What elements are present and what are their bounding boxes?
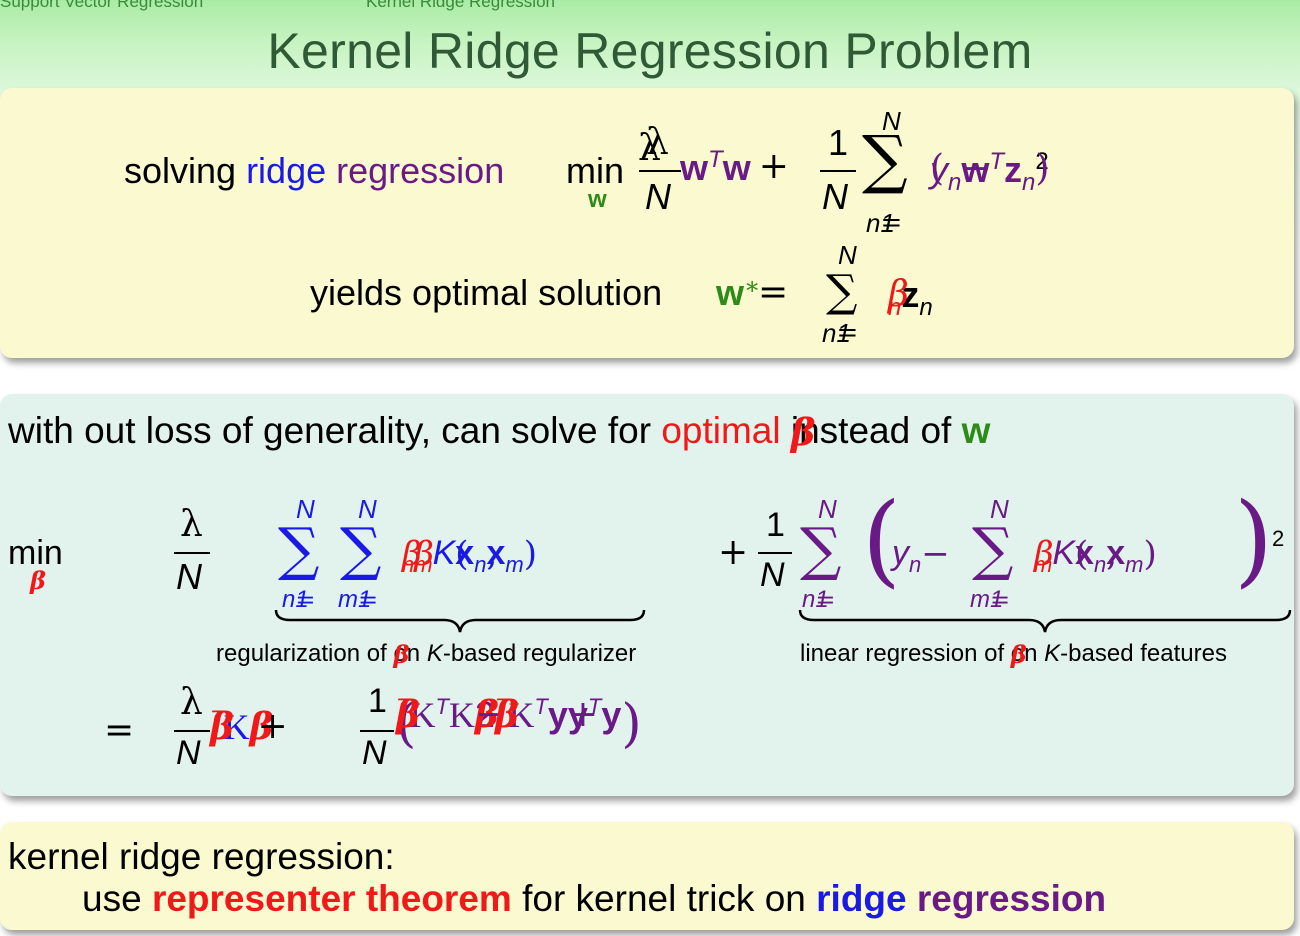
right-underbrace bbox=[798, 609, 1292, 633]
regression-word: regression bbox=[336, 150, 505, 191]
fraction-bar bbox=[174, 552, 210, 554]
sum-upper-limit: N bbox=[990, 494, 1009, 524]
min-operator: min bbox=[566, 150, 625, 191]
lambda-symbol: λ bbox=[180, 682, 203, 723]
navigation-breadcrumb: Support Vector Regression Kernel Ridge R… bbox=[0, 0, 1300, 11]
summation-symbol: ∑ bbox=[826, 266, 858, 317]
sum-lower-limit: n=1 bbox=[802, 586, 836, 614]
sum-lower-limit: m=1 bbox=[970, 586, 1011, 614]
n-denominator: N bbox=[645, 176, 671, 217]
generality-statement: with out loss of generality, can solve f… bbox=[8, 410, 991, 454]
ridge-regression-statement: solving ridge regression bbox=[124, 150, 504, 192]
min-subscript-beta: β bbox=[30, 566, 46, 595]
right-brace-label: linear regression of β on K-based featur… bbox=[800, 640, 1227, 669]
summation-symbol: ∑ bbox=[862, 123, 908, 197]
nav-link-kernel-ridge-regression[interactable]: Kernel Ridge Regression bbox=[366, 0, 555, 11]
sum-upper-limit: N bbox=[358, 494, 377, 524]
wtw-term: wTw + bbox=[680, 146, 789, 188]
ridge-word: ridge bbox=[816, 878, 907, 919]
big-right-paren: ) bbox=[1234, 481, 1274, 598]
representer-theorem-text: representer theorem bbox=[151, 878, 512, 919]
n-denominator: N bbox=[362, 734, 387, 772]
yields-label: yields optimal solution bbox=[310, 272, 663, 313]
n-denominator: N bbox=[176, 556, 202, 597]
instead-of-text: instead of bbox=[790, 410, 962, 451]
optimal-word: optimal bbox=[661, 410, 781, 451]
one-numerator: 1 bbox=[828, 122, 849, 163]
n-denominator: N bbox=[176, 734, 201, 772]
w-star-term: w∗= bbox=[716, 272, 789, 313]
summation-symbol: ∑ bbox=[278, 515, 320, 583]
slide-title: Kernel Ridge Regression Problem bbox=[267, 23, 1033, 79]
plus-sign: + bbox=[718, 532, 749, 573]
optimal-solution-statement: yields optimal solution bbox=[310, 272, 662, 314]
fraction-bar bbox=[360, 730, 394, 732]
summation-symbol: ∑ bbox=[800, 515, 842, 583]
sum-upper-limit: N bbox=[882, 106, 901, 136]
nav-link-support-vector-regression[interactable]: Support Vector Regression bbox=[0, 0, 204, 11]
summary-heading: kernel ridge regression: bbox=[8, 836, 395, 877]
sum-lower-limit: n=1 bbox=[822, 318, 859, 348]
ridge-regression-box: solving ridge regression min w λ λ N wTw… bbox=[0, 88, 1294, 358]
left-brace-label: regularization of β on K-based regulariz… bbox=[216, 640, 637, 669]
summary-box: kernel ridge regression: use representer… bbox=[0, 822, 1294, 930]
yn-minus: yn − bbox=[892, 534, 950, 577]
generality-text: with out loss of generality, can solve f… bbox=[8, 410, 662, 451]
ridge-word: ridge bbox=[246, 150, 327, 191]
sum-upper-limit: N bbox=[296, 494, 315, 524]
one-numerator: 1 bbox=[368, 682, 387, 720]
fraction-bar bbox=[639, 170, 681, 172]
sum-lower-limit: m=1 bbox=[338, 586, 379, 614]
beta-formulation-box: with out loss of generality, can solve f… bbox=[0, 394, 1294, 796]
solving-label: solving bbox=[124, 150, 247, 191]
fraction-bar bbox=[820, 170, 856, 172]
sum-upper-limit: N bbox=[818, 494, 837, 524]
n-denominator: N bbox=[822, 176, 848, 217]
sum-upper-limit: N bbox=[838, 240, 857, 270]
fraction-bar bbox=[758, 552, 792, 554]
min-operator: min bbox=[8, 534, 63, 572]
summation-symbol: ∑ bbox=[972, 515, 1014, 583]
sum-lower-limit: n=1 bbox=[866, 208, 903, 238]
fraction-bar bbox=[174, 730, 210, 732]
summary-statement: use representer theorem for kernel trick… bbox=[82, 878, 1107, 919]
squared-residual-term: (yn − wTzn)2 bbox=[930, 148, 1050, 197]
big-left-paren: ( bbox=[862, 481, 902, 598]
n-denominator: N bbox=[760, 556, 785, 594]
left-underbrace bbox=[274, 609, 646, 633]
summation-symbol: ∑ bbox=[340, 515, 382, 583]
regression-word: regression bbox=[916, 878, 1107, 919]
sum-lower-limit: n=1 bbox=[282, 586, 316, 614]
lambda-symbol: λ bbox=[180, 504, 203, 545]
square-exponent: 2 bbox=[1272, 526, 1285, 551]
one-numerator: 1 bbox=[766, 506, 785, 544]
equals-sign: = bbox=[104, 710, 135, 751]
min-subscript-w: w bbox=[588, 186, 607, 213]
